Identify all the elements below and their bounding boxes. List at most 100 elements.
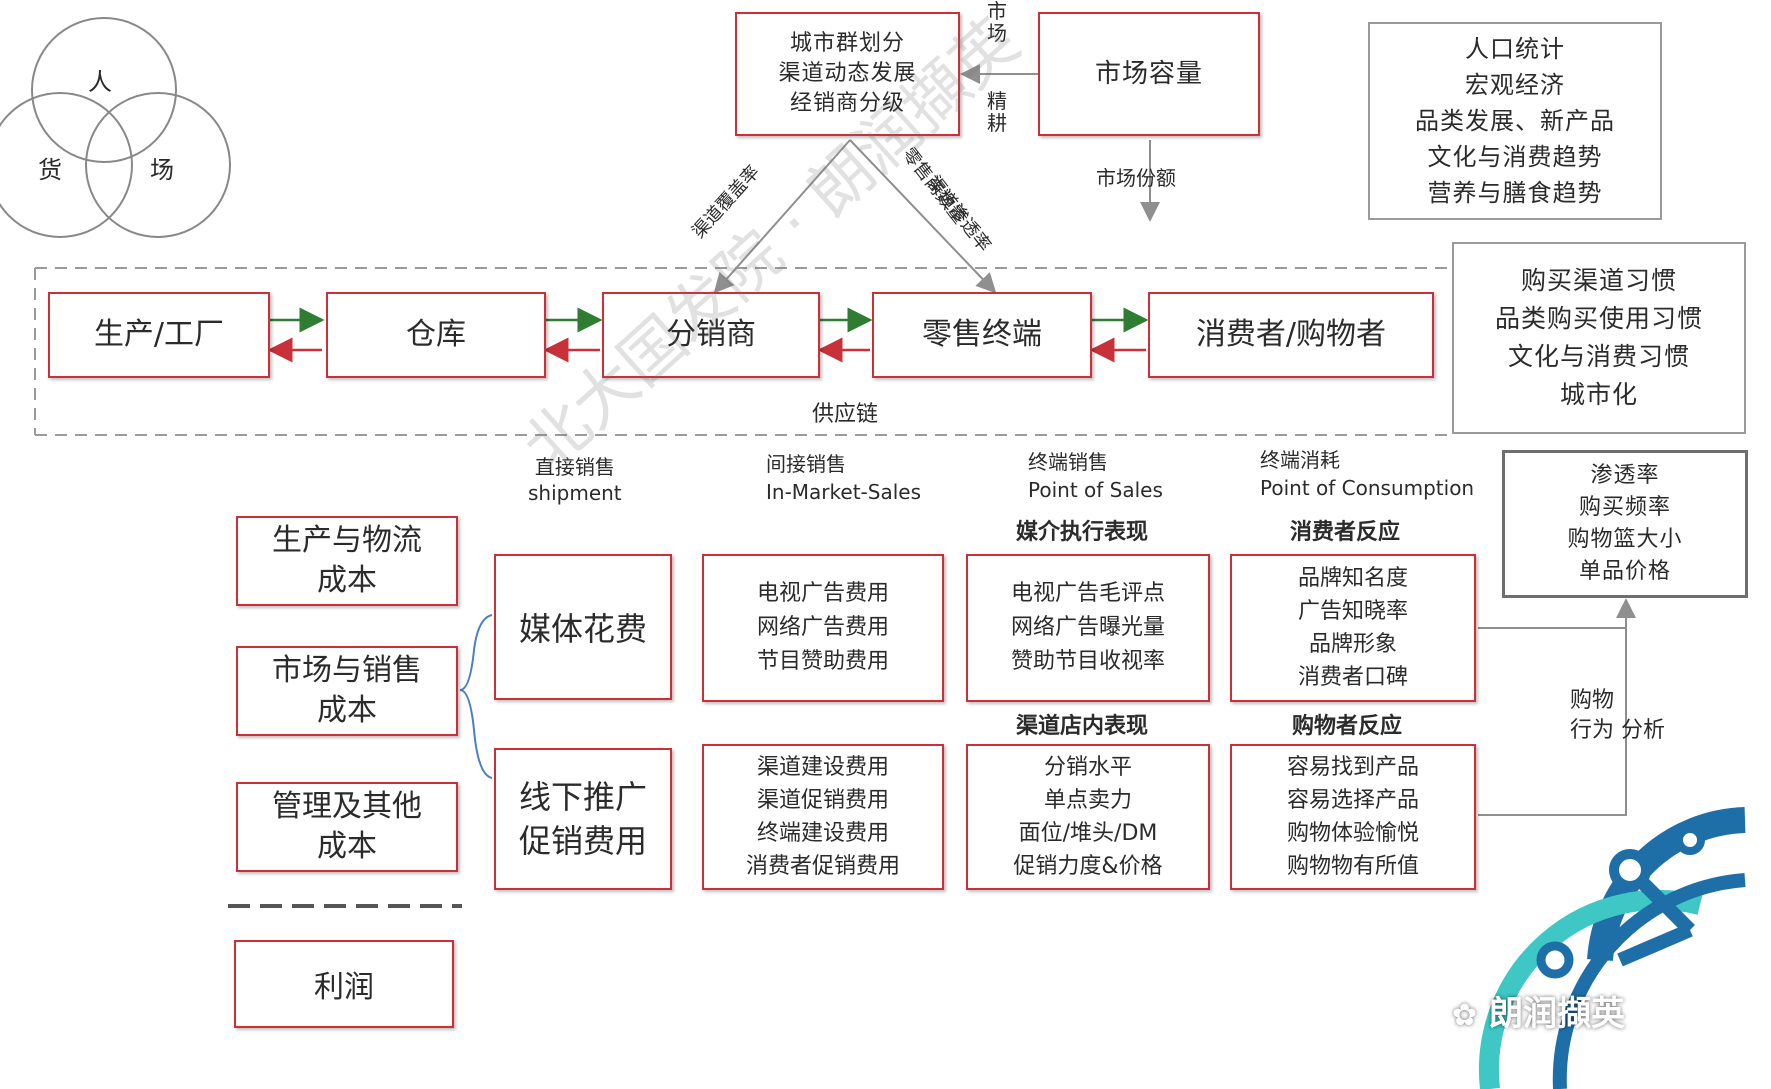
direct-en: shipment xyxy=(528,481,622,505)
channel-cost-2: 渠道促销费用 xyxy=(756,788,889,813)
arrow-label-top: 市 场 xyxy=(986,0,1008,44)
macro-line-5: 营养与膳食趋势 xyxy=(1427,179,1603,207)
consumer-resp-1: 品牌知名度 xyxy=(1297,566,1408,591)
channel-cost-4: 消费者促销费用 xyxy=(745,854,900,879)
profit-box: 利润 xyxy=(234,940,454,1028)
supply-chain-label: 供应链 xyxy=(812,402,879,427)
cost-brace xyxy=(459,614,493,779)
metric-2: 购买频率 xyxy=(1578,495,1671,520)
top-arrows xyxy=(713,64,1160,294)
media-cost-1: 电视广告费用 xyxy=(756,581,889,606)
habit-line-1: 购买渠道习惯 xyxy=(1520,266,1677,295)
channel-exec-4: 促销力度&价格 xyxy=(1013,854,1163,879)
pos-cn: 终端销售 xyxy=(1028,450,1108,474)
arrow-label-bottom: 精 耕 xyxy=(986,90,1008,134)
consumer-resp-4: 消费者口碑 xyxy=(1297,665,1408,690)
header-indirect-sales: 间接销售 In-Market-Sales xyxy=(766,450,921,506)
venn-label-goods: 货 xyxy=(38,156,62,184)
supply-node-consumer: 消费者/购物者 xyxy=(1148,292,1434,378)
macro-line-4: 文化与消费趋势 xyxy=(1427,143,1603,171)
channel-exec-2: 单点卖力 xyxy=(1043,788,1132,813)
city-line-3: 经销商分级 xyxy=(789,91,905,116)
shopper-resp-4: 购物物有所值 xyxy=(1286,854,1419,879)
analysis-line-2: 行为 分析 xyxy=(1570,718,1665,743)
consumer-resp-title: 消费者反应 xyxy=(1290,520,1401,545)
arrow-char-2: 场 xyxy=(987,21,1007,45)
cost-admin-other: 管理及其他 成本 xyxy=(236,782,458,872)
consumer-resp-2: 广告知晓率 xyxy=(1297,599,1408,624)
direct-cn: 直接销售 xyxy=(534,455,615,479)
media-spend-box: 媒体花费 xyxy=(494,554,672,700)
supply-node-factory: 生产/工厂 xyxy=(48,292,270,378)
shopper-resp-2: 容易选择产品 xyxy=(1286,788,1419,813)
shopper-resp-box: 容易找到产品 容易选择产品 购物体验愉悦 购物物有所值 xyxy=(1230,744,1476,890)
metric-1: 渗透率 xyxy=(1590,463,1660,488)
analysis-line-1: 购物 xyxy=(1570,688,1615,713)
header-poc: 终端消耗 Point of Consumption xyxy=(1260,446,1474,502)
channel-exec-1: 分销水平 xyxy=(1043,755,1132,780)
media-spend-label: 媒体花费 xyxy=(518,610,647,648)
poc-en: Point of Consumption xyxy=(1260,476,1475,500)
cost-3-line-2: 成本 xyxy=(317,829,377,864)
city-segmentation-box: 城市群划分 渠道动态发展 经销商分级 xyxy=(735,12,960,136)
channel-costs-box: 渠道建设费用 渠道促销费用 终端建设费用 消费者促销费用 xyxy=(702,744,944,890)
logo-graphic xyxy=(1478,807,1746,1089)
consumer-label: 消费者/购物者 xyxy=(1195,317,1387,352)
macro-line-2: 宏观经济 xyxy=(1465,71,1565,99)
channel-cost-3: 终端建设费用 xyxy=(756,821,889,846)
media-exec-3: 赞助节目收视率 xyxy=(1010,649,1165,674)
macro-factors-box: 人口统计 宏观经济 品类发展、新产品 文化与消费趋势 营养与膳食趋势 xyxy=(1368,22,1662,220)
retail-label: 零售终端 xyxy=(922,317,1042,352)
channel-cost-1: 渠道建设费用 xyxy=(756,755,889,780)
offline-line-2: 促销费用 xyxy=(518,822,647,860)
channel-exec-title: 渠道店内表现 xyxy=(1016,714,1149,739)
warehouse-label: 仓库 xyxy=(406,317,466,352)
purchase-metrics-box: 渗透率 购买频率 购物篮大小 单品价格 xyxy=(1502,450,1748,598)
media-exec-1: 电视广告毛评点 xyxy=(1010,581,1165,606)
venn-label-people: 人 xyxy=(88,68,112,96)
macro-line-1: 人口统计 xyxy=(1465,35,1565,63)
consumer-resp-box: 品牌知名度 广告知晓率 品牌形象 消费者口碑 xyxy=(1230,554,1476,702)
shopper-resp-1: 容易找到产品 xyxy=(1286,755,1419,780)
profit-label: 利润 xyxy=(314,970,374,1005)
channel-exec-3: 面位/堆头/DM xyxy=(1018,821,1158,846)
brand-badge: ✿ 朗润擷英 xyxy=(1452,986,1625,1035)
arrow-char-3: 精 xyxy=(987,89,1007,113)
wechat-icon: ✿ xyxy=(1452,998,1478,1033)
metric-4: 单品价格 xyxy=(1578,559,1671,584)
venn-circles xyxy=(0,17,231,238)
supply-chain-frame xyxy=(34,267,1450,436)
distributor-label: 分销商 xyxy=(666,317,756,352)
cost-production-logistics: 生产与物流 成本 xyxy=(236,516,458,606)
habit-line-2: 品类购买使用习惯 xyxy=(1494,304,1703,333)
media-costs-box: 电视广告费用 网络广告费用 节目赞助费用 xyxy=(702,554,944,702)
cost-2-line-2: 成本 xyxy=(317,693,377,728)
market-capacity-box: 市场容量 xyxy=(1038,12,1260,136)
cost-1-line-1: 生产与物流 xyxy=(272,523,422,558)
habit-line-4: 城市化 xyxy=(1559,380,1638,409)
performance-arrows xyxy=(1478,598,1636,816)
factory-label: 生产/工厂 xyxy=(93,317,225,352)
supply-node-retail: 零售终端 xyxy=(872,292,1092,378)
arrow-char-1: 市 xyxy=(987,0,1007,23)
city-line-2: 渠道动态发展 xyxy=(778,61,917,86)
media-exec-2: 网络广告曝光量 xyxy=(1010,615,1165,640)
media-cost-2: 网络广告费用 xyxy=(756,615,889,640)
cost-marketing-sales: 市场与销售 成本 xyxy=(236,646,458,736)
market-capacity-label: 市场容量 xyxy=(1094,59,1203,89)
indirect-en: In-Market-Sales xyxy=(766,480,921,504)
city-line-1: 城市群划分 xyxy=(789,31,905,56)
consumer-resp-3: 品牌形象 xyxy=(1308,632,1397,657)
arrow-char-4: 耕 xyxy=(987,111,1007,135)
venn-label-place: 场 xyxy=(150,156,174,184)
offline-line-1: 线下推广 xyxy=(518,778,647,816)
channel-exec-box: 分销水平 单点卖力 面位/堆头/DM 促销力度&价格 xyxy=(966,744,1210,890)
shopper-resp-3: 购物体验愉悦 xyxy=(1286,821,1419,846)
header-direct-sales: 直接销售 shipment xyxy=(528,454,622,506)
indirect-cn: 间接销售 xyxy=(766,452,846,476)
habit-line-3: 文化与消费习惯 xyxy=(1507,342,1690,371)
cost-3-line-1: 管理及其他 xyxy=(272,789,422,824)
shopper-resp-title: 购物者反应 xyxy=(1292,714,1403,739)
header-pos: 终端销售 Point of Sales xyxy=(1028,448,1163,504)
